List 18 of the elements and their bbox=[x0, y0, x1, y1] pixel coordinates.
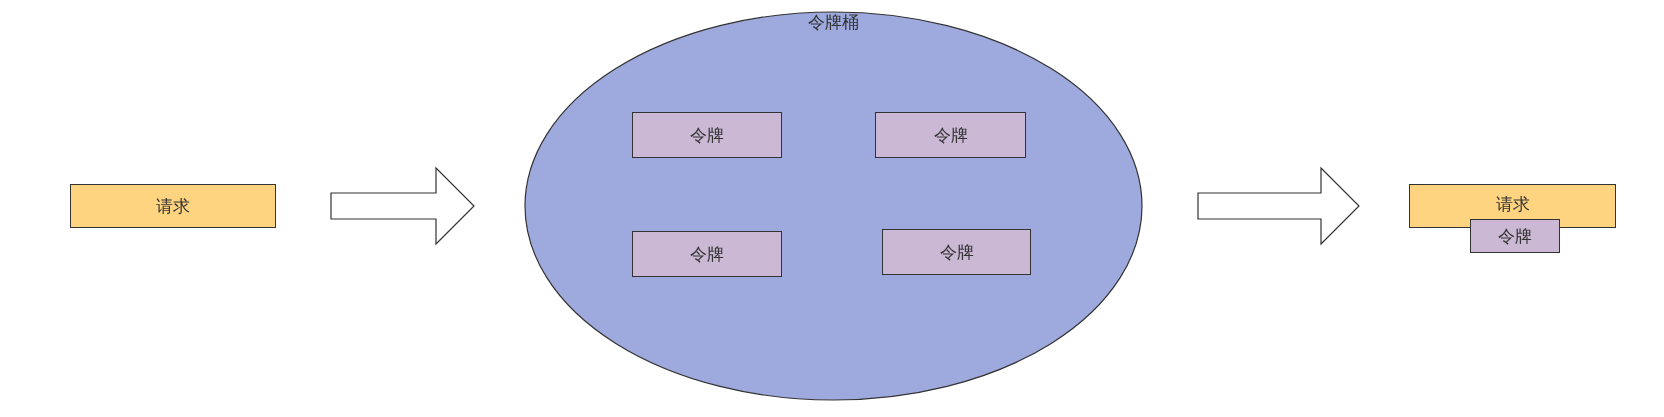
token-box bbox=[632, 231, 782, 277]
block-arrow bbox=[330, 166, 475, 246]
token-box bbox=[632, 112, 782, 158]
box-label: 令牌 bbox=[690, 242, 724, 266]
box-label: 令牌 bbox=[690, 123, 724, 147]
token-box bbox=[882, 229, 1031, 275]
bucket-ellipse bbox=[524, 11, 1143, 401]
box-label: 令牌 bbox=[933, 123, 968, 147]
request-box bbox=[1409, 184, 1616, 228]
request-box bbox=[70, 184, 276, 228]
box-label: 令牌 bbox=[939, 240, 974, 264]
bucket-title: 令牌桶 bbox=[808, 11, 859, 34]
box-label: 请求 bbox=[156, 194, 190, 218]
token-box bbox=[875, 112, 1026, 158]
box-label: 令牌 bbox=[1498, 224, 1532, 248]
token-box bbox=[1470, 219, 1560, 253]
block-arrow bbox=[1197, 166, 1360, 246]
box-label: 请求 bbox=[1495, 193, 1530, 216]
